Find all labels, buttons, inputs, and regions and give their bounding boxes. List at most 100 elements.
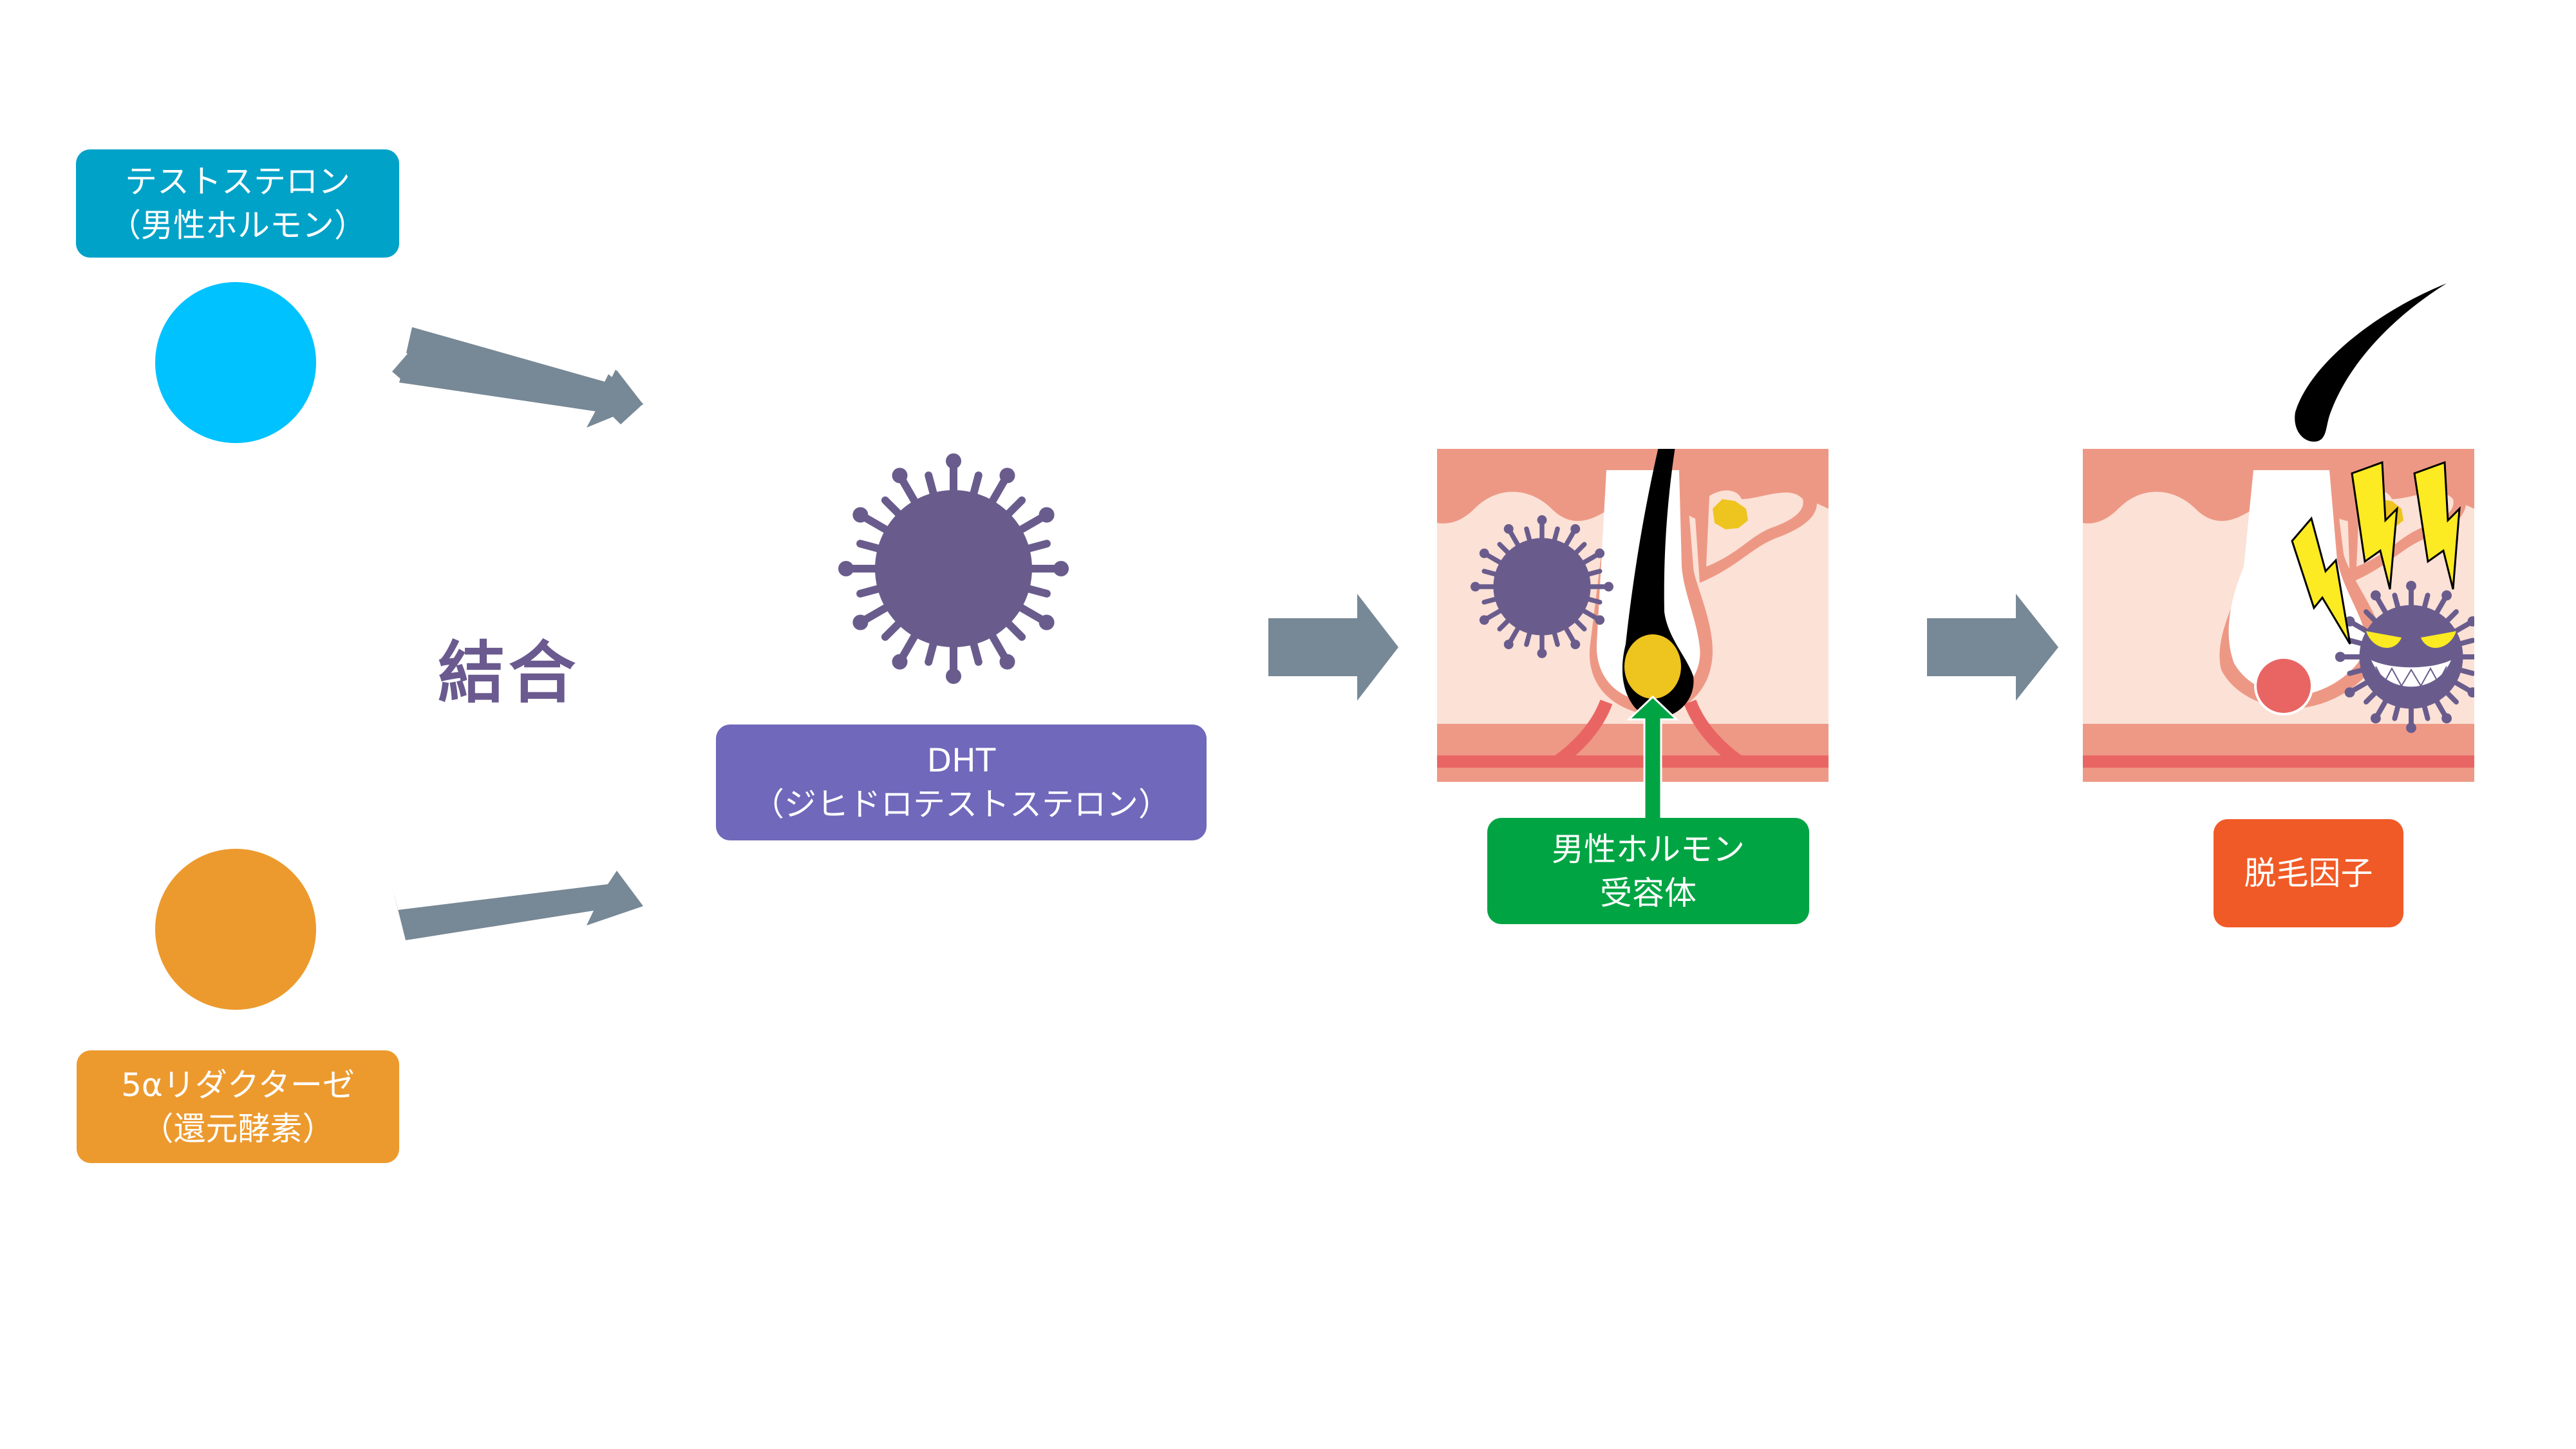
- virus-spike-knob: [1503, 639, 1514, 650]
- virus-spike: [2454, 666, 2474, 676]
- receptor-label: 男性ホルモン 受容体: [1487, 818, 1809, 924]
- virus-spike: [2441, 687, 2459, 705]
- virus-spike-knob: [1479, 548, 1489, 558]
- virus-spike: [2454, 638, 2474, 648]
- virus-spike: [1561, 528, 1577, 551]
- virus-spike-knob: [999, 654, 1015, 670]
- virus-icon: [1471, 515, 1613, 658]
- reductase-label-line1: 5αリダクターゼ: [121, 1066, 355, 1104]
- virus-spike-knob: [2370, 713, 2381, 724]
- virus-spike: [1011, 513, 1048, 537]
- arrow-right-icon: [392, 871, 643, 940]
- evil-face: [2366, 631, 2456, 687]
- virus-spike: [1011, 600, 1048, 625]
- virus-spike-knob: [1537, 649, 1547, 658]
- virus-spike: [1582, 569, 1603, 578]
- hair-loss-factor-label-text: 脱毛因子: [2244, 855, 2373, 892]
- dermal-papilla: [1624, 634, 1681, 699]
- virus-spike: [1577, 606, 1601, 621]
- virus-spike: [1582, 595, 1603, 605]
- virus-spike-knob: [2467, 687, 2474, 698]
- virus-spike: [1561, 622, 1577, 645]
- virus-spike: [985, 626, 1010, 663]
- virus-body: [2359, 605, 2463, 709]
- virus-body: [1493, 538, 1591, 636]
- testosterone-label-line2: （男性ホルモン）: [109, 207, 366, 244]
- virus-spike-knob: [1570, 524, 1581, 534]
- virus-spike-knob: [2335, 652, 2346, 662]
- virus-spike: [1018, 583, 1051, 598]
- reductase-label-line2: （還元酵素）: [141, 1110, 335, 1148]
- virus-spike: [859, 600, 896, 625]
- virus-spike: [1570, 615, 1587, 632]
- virus-spike: [898, 626, 922, 663]
- virus-icon: [838, 453, 1069, 684]
- virus-spike: [2441, 609, 2459, 627]
- virus-spike: [925, 471, 939, 504]
- lightning-icon: [2351, 460, 2398, 590]
- arrow-right-icon: [1927, 594, 2058, 701]
- virus-spike-knob: [852, 614, 869, 630]
- virus-spike: [1570, 542, 1587, 558]
- virus-spike: [2392, 699, 2402, 721]
- receptor-label-line2: 受容体: [1600, 874, 1697, 912]
- testosterone-label: テストステロン （男性ホルモン）: [76, 149, 399, 258]
- virus-spike: [898, 474, 922, 511]
- virus-spike: [1507, 528, 1523, 551]
- virus-spike-knob: [946, 668, 961, 684]
- virus-spike: [999, 614, 1026, 641]
- virus-spike: [1524, 627, 1534, 647]
- virus-spike: [2374, 694, 2391, 719]
- virus-spike: [856, 583, 889, 598]
- virus-spike: [1577, 552, 1601, 567]
- sebum-icon: [1713, 499, 1748, 529]
- virus-spike-knob: [838, 561, 854, 576]
- virus-spike-knob: [1595, 548, 1605, 558]
- virus-spike: [925, 633, 939, 666]
- virus-spike-knob: [999, 468, 1015, 484]
- virus-spike-knob: [2406, 723, 2416, 734]
- testosterone-circle-icon: [155, 282, 316, 443]
- virus-spike-knob: [946, 453, 961, 469]
- virus-spike-knob: [892, 654, 908, 670]
- virus-spike: [1483, 606, 1507, 621]
- bind-label: 結合: [438, 634, 580, 712]
- arrow-right-icon: [399, 355, 643, 428]
- damaged-follicle-illustration: [2083, 283, 2474, 782]
- virus-spike: [1481, 569, 1502, 578]
- receptor-label-line1: 男性ホルモン: [1552, 830, 1745, 868]
- hair-loss-factor-label: 脱毛因子: [2214, 819, 2403, 927]
- virus-spike: [856, 540, 889, 554]
- virus-spike: [2392, 592, 2402, 614]
- dht-label: DHT （ジヒドロテストステロン）: [716, 724, 1207, 840]
- virus-spike: [1524, 526, 1534, 547]
- virus-spike: [2449, 677, 2474, 694]
- virus-spike: [2347, 666, 2369, 676]
- reductase-circle-icon: [155, 849, 316, 1010]
- virus-spike: [1018, 540, 1051, 554]
- virus-spike-knob: [1053, 561, 1069, 576]
- virus-spike-knob: [892, 468, 908, 484]
- reductase-label: 5αリダクターゼ （還元酵素）: [77, 1050, 399, 1163]
- virus-spike: [968, 633, 982, 666]
- lightning-icon: [2413, 460, 2461, 590]
- virus-spike-knob: [1039, 614, 1055, 630]
- virus-spike-knob: [2441, 590, 2452, 601]
- virus-spike: [2420, 592, 2430, 614]
- virus-spike: [859, 513, 896, 537]
- virus-spike-knob: [1595, 615, 1605, 625]
- virus-spike: [2349, 677, 2374, 694]
- lightning-icon: [2291, 516, 2351, 645]
- virus-spike: [985, 474, 1010, 511]
- virus-spike: [1497, 615, 1514, 632]
- virus-spike: [2420, 699, 2430, 721]
- virus-spike: [1550, 526, 1560, 547]
- virus-spike-knob: [2370, 590, 2381, 601]
- virus-spike-knob: [852, 507, 869, 523]
- testosterone-label-line1: テストステロン: [125, 163, 350, 200]
- virus-spike-knob: [1039, 507, 1055, 523]
- virus-spike: [2374, 594, 2391, 620]
- virus-body: [875, 490, 1032, 647]
- virus-spike: [881, 614, 908, 641]
